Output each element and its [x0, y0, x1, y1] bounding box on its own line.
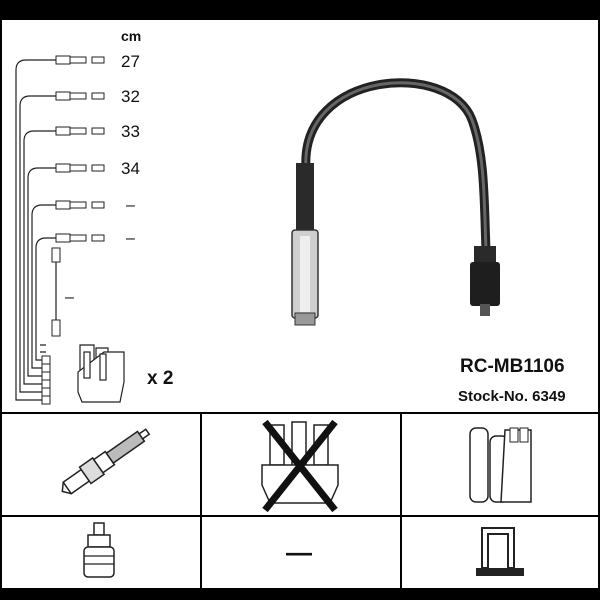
- product-model: RC-MB1106: [460, 356, 565, 377]
- cable-length-6: –: [126, 230, 135, 247]
- cable-length-2: 32: [121, 87, 140, 106]
- bracket-icon: [476, 527, 524, 576]
- cable-length-3: 33: [121, 122, 140, 141]
- cable-length-1: 27: [121, 52, 140, 71]
- extra-wire-dash: –: [65, 289, 74, 306]
- multiplier-label: x 2: [147, 368, 174, 389]
- spark-plug-icon: [61, 428, 151, 495]
- stock-number: Stock-No. 6349: [458, 388, 566, 405]
- horizontal-divider-middle: [0, 515, 600, 517]
- unit-label: cm: [121, 28, 142, 44]
- distributor-cap-crossed-icon: [261, 419, 339, 513]
- terminal-connector-icon: [83, 522, 115, 578]
- horizontal-divider-top: [0, 412, 600, 414]
- vertical-divider-left: [200, 412, 202, 588]
- vertical-divider-right: [400, 412, 402, 588]
- ignition-coil-icon: [469, 427, 532, 503]
- cable-length-4: 34: [121, 159, 140, 178]
- middle-dash: —: [286, 537, 312, 567]
- cable-length-5: –: [126, 197, 135, 214]
